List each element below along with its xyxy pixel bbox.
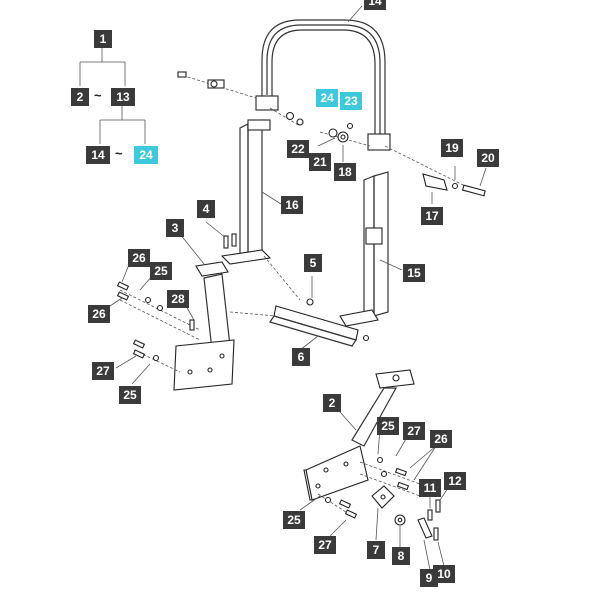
- cross-member: [229, 255, 370, 351]
- left-post: [220, 119, 282, 265]
- callout-tag: 25: [283, 511, 305, 529]
- callout-tag: 27: [92, 362, 114, 380]
- callout-tag: 21: [309, 153, 331, 171]
- tree-level2-from-tag: 14: [86, 146, 110, 164]
- callout-tag: 20: [477, 149, 499, 167]
- right-lower-bracket: [303, 369, 415, 501]
- callout-tag: 23: [340, 92, 362, 110]
- callout-tag: 17: [421, 207, 443, 225]
- right-pin-assembly: [384, 145, 487, 204]
- callout-tag: 18: [334, 163, 356, 181]
- tree-root-tag: 1: [94, 30, 112, 48]
- callout-tag: 5: [304, 254, 322, 272]
- callout-tag: 26: [88, 305, 110, 323]
- callout-tag: 11: [419, 479, 441, 497]
- callout-tag: 12: [444, 472, 466, 490]
- callout-tag: 25: [119, 386, 141, 404]
- callout-tag: 19: [441, 139, 463, 157]
- callout-tag: 27: [403, 422, 425, 440]
- callout-tag: 26: [128, 249, 150, 267]
- callout-tag: 3: [166, 219, 184, 237]
- tree-level2-separator: ~: [115, 146, 123, 161]
- callout-tag: 25: [377, 417, 399, 435]
- callout-tag: 14: [364, 0, 386, 10]
- callout-tag: 24: [316, 89, 338, 107]
- callout-tag: 26: [430, 430, 452, 448]
- right-lower-bolts: [299, 427, 449, 571]
- callout-tag: 16: [281, 196, 303, 214]
- callout-tag: 25: [150, 262, 172, 280]
- callout-tag: 10: [433, 565, 455, 583]
- roll-bar-hoop: [255, 5, 391, 151]
- callout-tag: 27: [314, 536, 336, 554]
- callout-tag: 6: [292, 348, 310, 366]
- tree-level1-to-tag: 13: [111, 88, 135, 106]
- tree-level1-separator: ~: [94, 88, 102, 103]
- callout-tag: 4: [197, 200, 215, 218]
- tree-lines: [79, 48, 146, 144]
- tree-level1-from-tag: 2: [71, 88, 89, 106]
- callout-tag: 15: [403, 264, 425, 282]
- tree-level2-to-tag: 24: [134, 146, 158, 164]
- top-left-pin: [177, 71, 257, 99]
- callout-tag: 8: [392, 547, 410, 565]
- hoop-washers: [269, 107, 371, 162]
- callout-tag: 2: [323, 394, 341, 412]
- callout-tag: 22: [287, 140, 309, 158]
- right-post: [339, 171, 403, 327]
- callout-tag: 7: [367, 541, 385, 559]
- callout-tag: 28: [167, 290, 189, 308]
- left-lower-bracket: [173, 221, 237, 391]
